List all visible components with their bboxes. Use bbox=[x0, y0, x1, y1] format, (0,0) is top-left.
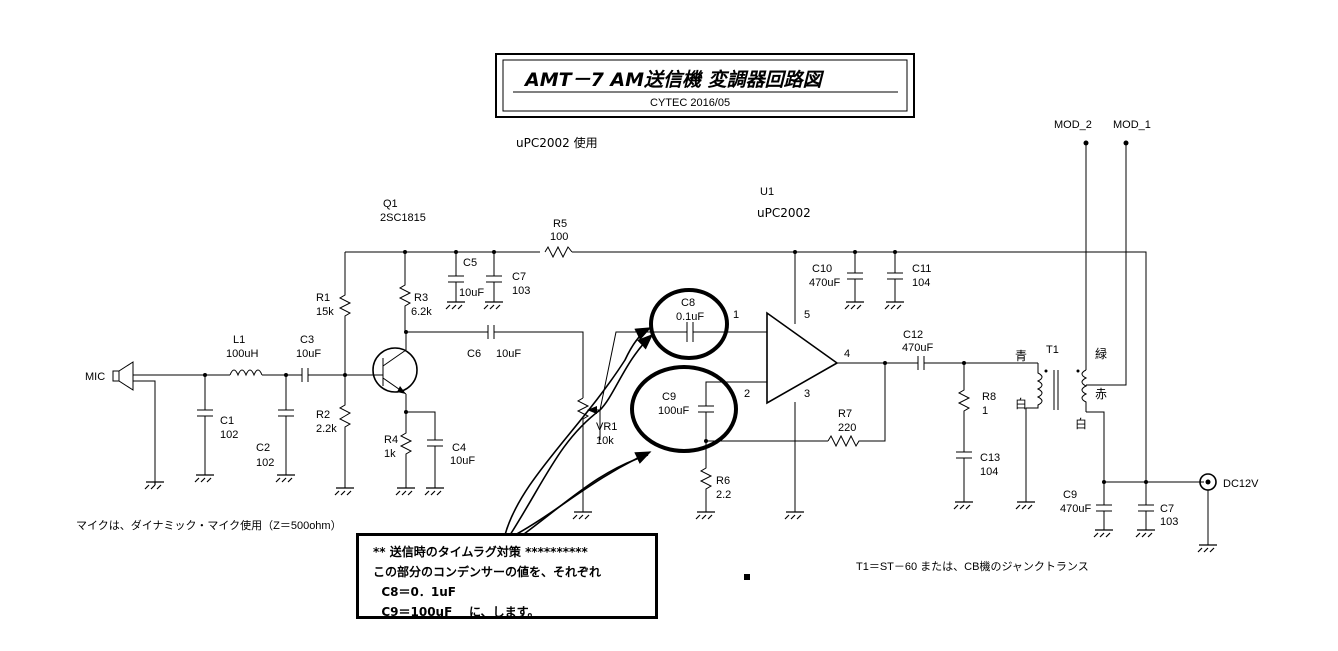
c7b-ref: C7 bbox=[1160, 503, 1174, 515]
pin-4: 4 bbox=[844, 348, 850, 360]
inductor-l1 bbox=[229, 369, 263, 377]
c11-value: 104 bbox=[912, 277, 930, 289]
title-block: AMT－7 AM送信機 変調器回路図 CYTEC 2016/05 bbox=[495, 53, 915, 118]
r1-value: 15k bbox=[316, 306, 334, 318]
c12-value: 470uF bbox=[902, 342, 933, 354]
r4-ref: R4 bbox=[384, 434, 398, 446]
t1-wire-white-secondary: 白 bbox=[1075, 416, 1087, 431]
r7-value: 220 bbox=[838, 422, 856, 434]
c7a-value: 103 bbox=[512, 285, 530, 297]
dc-label: DC12V bbox=[1223, 478, 1259, 490]
schematic-credit: CYTEC 2016/05 bbox=[650, 97, 730, 109]
c6-ref: C6 bbox=[467, 348, 481, 360]
callout-line-4: C9＝100uF に、します。 bbox=[373, 605, 540, 619]
c9a-ref: C9 bbox=[662, 391, 676, 403]
c7a-ref: C7 bbox=[512, 271, 526, 283]
pin-3: 3 bbox=[804, 388, 810, 400]
r4-value: 1k bbox=[384, 448, 396, 460]
mod1-label: MOD_1 bbox=[1113, 119, 1151, 131]
t1-wire-white-primary: 白 bbox=[1015, 396, 1027, 411]
c8-value: 0.1uF bbox=[676, 311, 704, 323]
c9b-ref: C9 bbox=[1063, 489, 1077, 501]
dc-jack bbox=[1199, 473, 1217, 545]
lag-countermeasure-callout: ** 送信時のタイムラグ対策 ********** この部分のコンデンサーの値を… bbox=[356, 533, 658, 619]
pin-5: 5 bbox=[804, 309, 810, 321]
c3-value: 10uF bbox=[296, 348, 321, 360]
q1-value: 2SC1815 bbox=[380, 212, 426, 224]
mod2-terminal bbox=[1083, 140, 1089, 146]
vr1-value: 10k bbox=[596, 435, 614, 447]
r3-value: 6.2k bbox=[411, 306, 432, 318]
c8-ref: C8 bbox=[681, 297, 695, 309]
t1-wire-green: 緑 bbox=[1095, 346, 1107, 361]
mic-label: MIC bbox=[85, 371, 105, 383]
mic-symbol bbox=[112, 361, 134, 391]
stray-dot bbox=[744, 574, 750, 580]
c10-ref: C10 bbox=[812, 263, 832, 275]
c7b-value: 103 bbox=[1160, 516, 1178, 528]
c13-ref: C13 bbox=[980, 452, 1000, 464]
r7-ref: R7 bbox=[838, 408, 852, 420]
r2-value: 2.2k bbox=[316, 423, 337, 435]
r5-ref: R5 bbox=[553, 218, 567, 230]
r8-value: 1 bbox=[982, 405, 988, 417]
c2-ref: C2 bbox=[256, 442, 270, 454]
u1-ref: U1 bbox=[760, 186, 774, 198]
r5-value: 100 bbox=[550, 231, 568, 243]
c9b-value: 470uF bbox=[1060, 503, 1091, 515]
r2-ref: R2 bbox=[316, 409, 330, 421]
u1-value: uPC2002 bbox=[757, 206, 811, 220]
c11-ref: C11 bbox=[912, 263, 931, 275]
pin-2: 2 bbox=[744, 388, 750, 400]
l1-ref: L1 bbox=[233, 334, 245, 346]
r3-ref: R3 bbox=[414, 292, 428, 304]
mic-note: マイクは、ダイナミック・マイク使用（Z＝500ohm） bbox=[76, 518, 342, 532]
t1-ref: T1 bbox=[1046, 344, 1059, 356]
c4-value: 10uF bbox=[450, 455, 475, 467]
amplifier-u1 bbox=[766, 252, 918, 512]
schematic-title: AMT－7 AM送信機 変調器回路図 bbox=[523, 69, 825, 91]
transformer-t1 bbox=[1025, 145, 1204, 502]
r6-ref: R6 bbox=[716, 475, 730, 487]
callout-line-2: この部分のコンデンサーの値を、それぞれ bbox=[373, 565, 602, 579]
pin-1: 1 bbox=[733, 309, 739, 321]
c4-ref: C4 bbox=[452, 442, 466, 454]
c6-value: 10uF bbox=[496, 348, 521, 360]
r8-ref: R8 bbox=[982, 391, 996, 403]
transformer-note: T1＝ST－60 または、CB機のジャンクトランス bbox=[856, 559, 1089, 573]
l1-value: 100uH bbox=[226, 348, 258, 360]
c5-ref: C5 bbox=[463, 257, 477, 269]
c9a-value: 100uF bbox=[658, 405, 689, 417]
ground-symbols bbox=[144, 301, 1217, 553]
c2-value: 102 bbox=[256, 457, 274, 469]
mod2-label: MOD_2 bbox=[1054, 119, 1092, 131]
c12-ref: C12 bbox=[903, 329, 923, 341]
ic-usage-note: uPC2002 使用 bbox=[516, 135, 598, 150]
r1-ref: R1 bbox=[316, 292, 330, 304]
callout-arrows bbox=[504, 327, 654, 538]
callout-line-1: ** 送信時のタイムラグ対策 ********** bbox=[373, 545, 588, 559]
transistor-q1 bbox=[345, 332, 418, 412]
callout-line-3: C8＝0．1uF bbox=[373, 585, 456, 599]
c1-value: 102 bbox=[220, 429, 238, 441]
q1-ref: Q1 bbox=[383, 198, 398, 210]
c5-value: 10uF bbox=[459, 287, 484, 299]
c8-highlight-circle bbox=[649, 288, 729, 360]
r6-value: 2.2 bbox=[716, 489, 731, 501]
c9-highlight-circle bbox=[630, 365, 738, 453]
c10-value: 470uF bbox=[809, 277, 840, 289]
c13-value: 104 bbox=[980, 466, 998, 478]
t1-wire-blue: 青 bbox=[1015, 349, 1027, 363]
t1-wire-red: 赤 bbox=[1095, 387, 1107, 401]
c3-ref: C3 bbox=[300, 334, 314, 346]
mod1-terminal bbox=[1123, 140, 1129, 146]
vr1-ref: VR1 bbox=[596, 421, 617, 433]
c1-ref: C1 bbox=[220, 415, 234, 427]
